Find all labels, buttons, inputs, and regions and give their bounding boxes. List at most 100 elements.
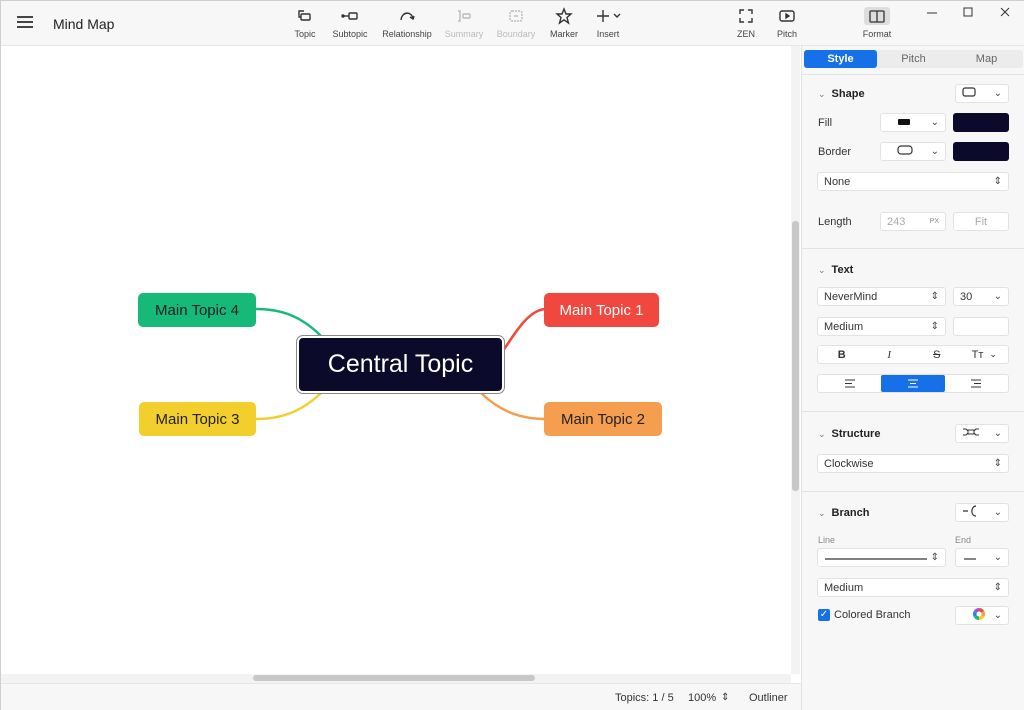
border-type-select[interactable]: ⌄ (880, 142, 946, 161)
text-case-button[interactable]: Tт⌄ (961, 346, 1009, 363)
updown-icon: ⇕ (930, 291, 939, 302)
structure-select[interactable]: ⌄ (955, 424, 1009, 443)
line-preview-icon (825, 557, 927, 560)
align-center-button[interactable] (881, 375, 945, 392)
divider (802, 411, 1024, 412)
outliner-button[interactable]: Outliner (749, 692, 788, 704)
text-title-text: Text (831, 264, 854, 276)
main-topic-1[interactable]: Main Topic 1 (544, 293, 659, 327)
line-style-select[interactable]: None⇕ (817, 172, 1009, 191)
line-style-value: None (824, 175, 851, 188)
fill-type-select[interactable]: ⌄ (880, 113, 946, 132)
pitch-button[interactable]: Pitch (775, 7, 799, 39)
horizontal-scroll-thumb[interactable] (253, 675, 535, 681)
text-section-title[interactable]: ⌄ Text (818, 264, 853, 276)
border-label: Border (818, 146, 852, 158)
length-label: Length (818, 216, 852, 228)
relationship-button[interactable]: Relationship (381, 7, 433, 39)
main-topic-4[interactable]: Main Topic 4 (138, 293, 256, 327)
subtopic-button[interactable]: Subtopic (331, 7, 369, 39)
minimize-icon[interactable] (925, 5, 939, 19)
pitch-label: Pitch (776, 29, 797, 39)
end-label: End (955, 535, 972, 545)
fill-color-swatch[interactable] (953, 113, 1009, 132)
structure-section-title[interactable]: ⌄Structure (818, 428, 880, 440)
branch-thickness-value: Medium (824, 581, 864, 594)
branch-section-title[interactable]: ⌄Branch (818, 507, 869, 519)
horizontal-scrollbar[interactable] (1, 674, 791, 683)
border-color-swatch[interactable] (953, 142, 1009, 161)
close-icon[interactable] (998, 5, 1012, 19)
summary-label: Summary (444, 29, 484, 39)
bold-button[interactable]: B (837, 348, 846, 361)
topic-icon (298, 10, 311, 21)
align-left-button[interactable] (818, 375, 881, 392)
strikethrough-button[interactable]: S (933, 348, 941, 361)
branch-line-select[interactable]: ⇕ (817, 548, 946, 567)
panel-header: Format (801, 1, 1024, 46)
status-bar: Topics: 1 / 5 100% ⇕ Outliner (1, 683, 801, 710)
text-color-picker[interactable] (953, 317, 1009, 336)
boundary-button[interactable]: Boundary (495, 7, 537, 39)
chevron-down-icon: ⌄ (818, 265, 826, 275)
marker-button[interactable]: Marker (548, 7, 580, 39)
updown-icon: ⇕ (930, 552, 939, 563)
tab-pitch[interactable]: Pitch (901, 53, 926, 65)
zoom-level[interactable]: 100% (688, 692, 717, 704)
main-topic-2[interactable]: Main Topic 2 (544, 402, 662, 436)
maximize-icon[interactable] (961, 5, 975, 19)
vertical-scrollbar[interactable] (791, 46, 800, 674)
zen-button[interactable]: ZEN (735, 7, 757, 39)
central-topic[interactable]: Central Topic (296, 335, 505, 394)
align-left-icon (844, 379, 855, 388)
colored-branch-checkbox[interactable]: ✓ (818, 609, 830, 621)
structure-direction-select[interactable]: Clockwise⇕ (817, 454, 1009, 473)
insert-button[interactable]: Insert (592, 7, 624, 39)
font-weight-select[interactable]: Medium⇕ (817, 317, 946, 336)
italic-button[interactable]: I (887, 348, 892, 361)
font-size-select[interactable]: 30⌄ (953, 287, 1009, 306)
rounded-rect-icon (962, 87, 976, 97)
shape-select[interactable]: ⌄ (955, 84, 1009, 103)
plus-icon (597, 10, 621, 22)
branch-thickness-select[interactable]: Medium⇕ (817, 578, 1009, 597)
chevron-down-icon: ⌄ (818, 429, 826, 439)
vertical-scroll-thumb[interactable] (792, 221, 799, 491)
branch-line-4 (255, 307, 322, 337)
length-unit: PX (929, 218, 939, 225)
shape-title-text: Shape (831, 88, 865, 100)
branch-color-select[interactable]: ⌄ (955, 606, 1009, 625)
format-button[interactable]: Format (861, 7, 893, 39)
shape-section-title[interactable]: ⌄ Shape (818, 88, 865, 100)
hamburger-menu-icon[interactable] (15, 13, 35, 33)
panel-tabs: Style Pitch Map (804, 50, 1023, 68)
tab-style[interactable]: Style (804, 50, 877, 68)
summary-button[interactable]: Summary (444, 7, 484, 39)
app-title: Mind Map (53, 16, 115, 32)
fill-label: Fill (818, 117, 833, 129)
zoom-stepper-icon[interactable]: ⇕ (721, 692, 730, 703)
branch-end-select[interactable]: ⌄ (955, 548, 1009, 567)
branch-line-2 (480, 392, 547, 421)
branch-style-select[interactable]: ⌄ (955, 503, 1009, 522)
length-input[interactable]: 243 PX (880, 212, 946, 231)
subtopic-label: Subtopic (332, 29, 368, 39)
text-style-group: B I S Tт⌄ (817, 345, 1009, 364)
relationship-label: Relationship (382, 29, 432, 39)
chevron-down-icon: ⌄ (818, 89, 826, 99)
chevron-down-icon: ⌄ (993, 291, 1002, 302)
align-right-button[interactable] (945, 375, 1008, 392)
marker-label: Marker (549, 29, 578, 39)
tab-map[interactable]: Map (975, 53, 998, 65)
subtopic-icon (341, 12, 358, 20)
length-value: 243 (887, 215, 906, 228)
play-screen-icon (779, 10, 795, 22)
fit-button[interactable]: Fit (953, 212, 1009, 231)
chevron-down-icon: ⌄ (989, 349, 997, 359)
font-family-select[interactable]: NeverMind⇕ (817, 287, 946, 306)
main-topic-3[interactable]: Main Topic 3 (139, 402, 256, 436)
align-center-icon (907, 379, 918, 388)
format-label: Format (862, 29, 892, 39)
topic-button[interactable]: Topic (292, 7, 318, 39)
structure-map-icon (963, 428, 979, 436)
